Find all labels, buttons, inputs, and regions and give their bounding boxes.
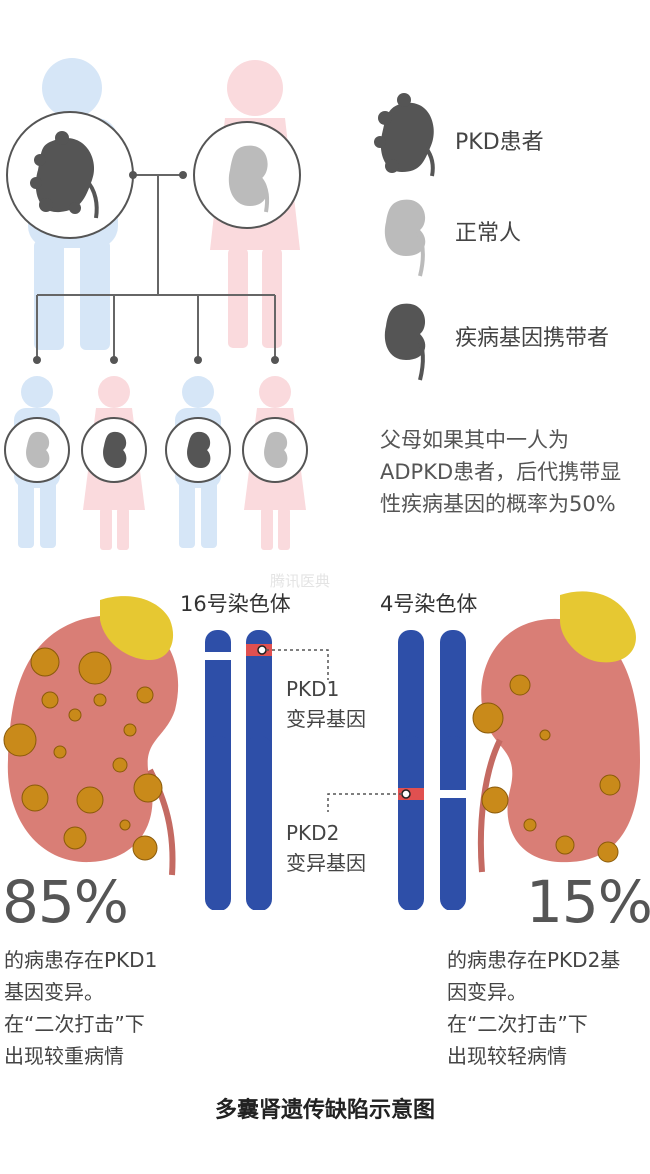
pkd1-gene-label: PKD1 变异基因 [286, 674, 366, 734]
pkd1-gene-name: PKD1 [286, 677, 340, 701]
child1-kidney-badge [4, 417, 70, 483]
chromosome-16-title: 16号染色体 [180, 592, 291, 616]
right-percentage: 15% [526, 868, 650, 936]
figure-caption: 多囊肾遗传缺陷示意图 [214, 1098, 435, 1123]
carrier-kidney-icon [384, 303, 426, 381]
legend-normal-label: 正常人 [455, 221, 522, 246]
right-polycystic-kidney [472, 591, 640, 873]
normal-kidney-icon [384, 199, 426, 277]
pkd2-gene-label: PKD2 变异基因 [286, 818, 366, 878]
left-stat-line: 基因变异。 [4, 980, 104, 1004]
pkd1-gene-desc: 变异基因 [286, 707, 366, 731]
watermark-text: 腾讯医典 [270, 572, 331, 590]
chromosome-4-title: 4号染色体 [380, 592, 478, 616]
right-stat-line: 在“二次打击”下 [447, 1012, 588, 1036]
inheritance-note: 父母如果其中一人为 ADPKD患者，后代携带显 性疾病基因的概率为50% [380, 424, 645, 520]
right-stat-description: 的病患存在PKD2基 因变异。 在“二次打击”下 出现较轻病情 [447, 944, 620, 1072]
right-stat-line: 的病患存在PKD2基 [447, 948, 621, 972]
left-polycystic-kidney [3, 596, 179, 876]
child4-kidney-badge [242, 417, 308, 483]
left-stat-line: 在“二次打击”下 [4, 1012, 145, 1036]
pkd2-gene-name: PKD2 [286, 821, 340, 845]
pkd2-gene-desc: 变异基因 [286, 851, 366, 875]
father-kidney-badge [6, 111, 134, 239]
chromosome-diagram [3, 591, 640, 910]
right-stat-line: 出现较轻病情 [447, 1044, 567, 1068]
left-percentage: 85% [2, 868, 129, 936]
mother-kidney-badge [193, 121, 301, 229]
left-stat-line: 的病患存在PKD1 [4, 948, 158, 972]
left-stat-description: 的病患存在PKD1 基因变异。 在“二次打击”下 出现较重病情 [4, 944, 157, 1072]
inheritance-note-line: 父母如果其中一人为 [380, 428, 569, 452]
patient-kidney-icon [374, 93, 435, 177]
family-tree-diagram [4, 58, 435, 550]
right-stat-line: 因变异。 [447, 980, 527, 1004]
child2-kidney-badge [81, 417, 147, 483]
child3-kidney-badge [165, 417, 231, 483]
legend-patient-label: PKD患者 [455, 130, 544, 155]
inheritance-note-line: ADPKD患者，后代携带显 [380, 460, 622, 484]
chromosome-16-pair [205, 630, 329, 910]
inheritance-note-line: 性疾病基因的概率为50% [380, 492, 616, 516]
family-tree-lines [36, 174, 276, 358]
chromosome-4-pair [327, 630, 466, 910]
left-stat-line: 出现较重病情 [4, 1044, 124, 1068]
legend-carrier-label: 疾病基因携带者 [455, 326, 610, 351]
